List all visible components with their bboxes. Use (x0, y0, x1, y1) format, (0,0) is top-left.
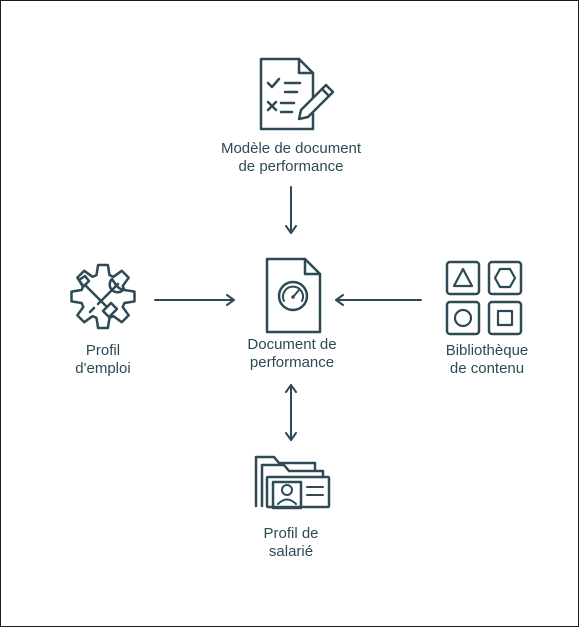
template-label: Modèle de document de performance (191, 140, 391, 176)
library-label-line2: de contenu (449, 360, 525, 377)
job-profile-label-line2: d'emploi (75, 360, 131, 377)
job-profile-label: Profil d'emploi (53, 342, 153, 378)
library-label: Bibliothèque de contenu (422, 342, 552, 378)
template-label-line1: Modèle de document (220, 140, 362, 157)
shapes-grid-icon (445, 260, 523, 336)
job-profile-label-line1: Profil (85, 342, 121, 359)
template-label-line2: de performance (238, 158, 344, 175)
gear-tools-icon (70, 263, 136, 330)
document-label-line2: performance (249, 354, 335, 371)
employee-profile-label-line2: salarié (268, 543, 314, 560)
employee-profile-label-line1: Profil de (263, 525, 319, 542)
library-label-line1: Bibliothèque (445, 342, 529, 359)
document-label-line1: Document de (247, 336, 337, 353)
folder-id-card-icon (254, 455, 331, 510)
employee-profile-label: Profil de salarié (241, 525, 341, 561)
document-gauge-icon (265, 257, 322, 334)
checklist-pencil-icon (259, 57, 335, 131)
document-label: Document de performance (227, 336, 357, 372)
